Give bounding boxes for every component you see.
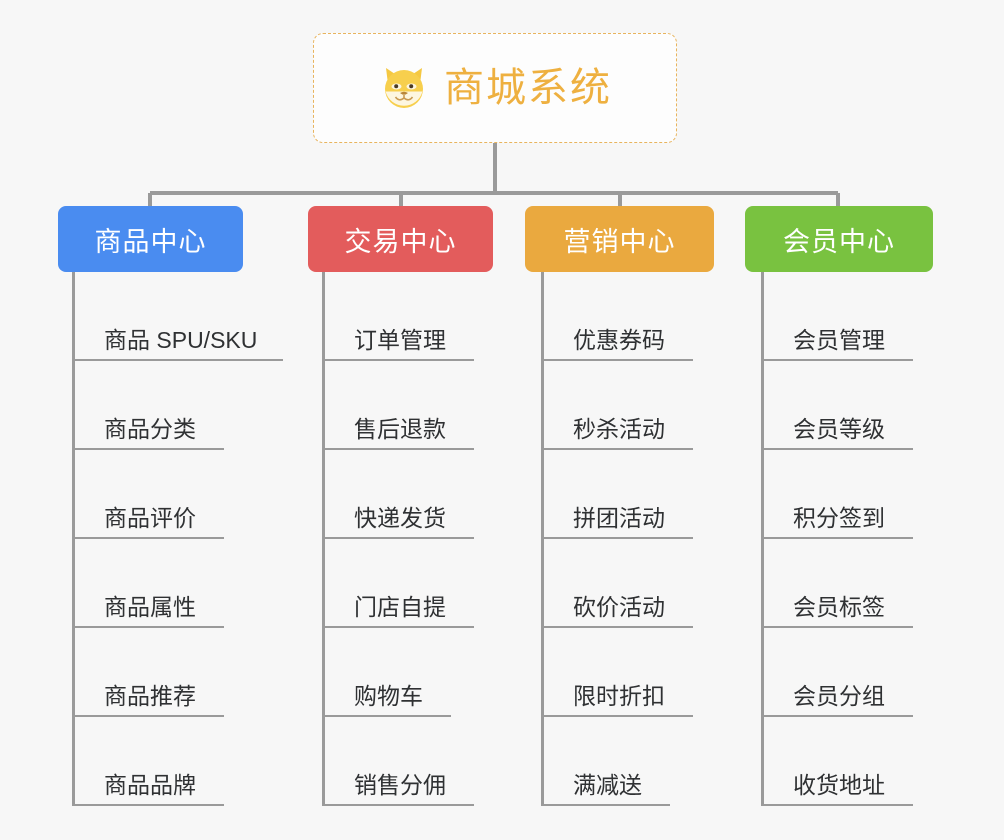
leaf-underline bbox=[541, 537, 693, 539]
leaf-trunk-line bbox=[72, 272, 75, 806]
leaf-item[interactable]: 商品分类 bbox=[72, 361, 224, 450]
leaf-underline bbox=[72, 448, 224, 450]
leaf-trunk-line bbox=[541, 272, 544, 806]
branch-head-label: 交易中心 bbox=[344, 226, 457, 257]
leaf-item-label: 销售分佣 bbox=[354, 772, 446, 798]
leaf-item-label: 商品分类 bbox=[104, 416, 196, 442]
dog-face-emoji-icon bbox=[378, 62, 430, 114]
leaf-item-label: 积分签到 bbox=[793, 505, 885, 531]
leaf-item-label: 商品评价 bbox=[104, 505, 196, 531]
leaf-item-label: 售后退款 bbox=[354, 416, 446, 442]
leaf-item[interactable]: 积分签到 bbox=[761, 450, 913, 539]
leaf-underline bbox=[761, 626, 913, 628]
leaf-underline bbox=[761, 537, 913, 539]
leaf-underline bbox=[761, 448, 913, 450]
leaf-item[interactable]: 会员管理 bbox=[761, 272, 913, 361]
leaf-underline bbox=[322, 448, 474, 450]
leaf-underline bbox=[322, 715, 451, 717]
leaf-underline bbox=[72, 537, 224, 539]
branch-head-label: 会员中心 bbox=[783, 226, 895, 257]
leaf-item[interactable]: 订单管理 bbox=[322, 272, 474, 361]
leaf-item-label: 限时折扣 bbox=[573, 683, 665, 709]
leaf-item-label: 商品品牌 bbox=[104, 772, 196, 798]
leaf-underline bbox=[541, 626, 693, 628]
leaf-underline bbox=[761, 804, 913, 806]
leaf-underline bbox=[322, 359, 474, 361]
leaf-item-label: 订单管理 bbox=[354, 327, 446, 353]
leaf-item[interactable]: 会员标签 bbox=[761, 539, 913, 628]
branch-head-member-center[interactable]: 会员中心 bbox=[745, 206, 933, 272]
leaf-underline bbox=[322, 804, 474, 806]
leaf-item[interactable]: 秒杀活动 bbox=[541, 361, 693, 450]
leaf-item-label: 秒杀活动 bbox=[573, 416, 665, 442]
leaf-trunk-line bbox=[322, 272, 325, 806]
leaf-item-label: 会员分组 bbox=[793, 683, 885, 709]
leaf-item-label: 快递发货 bbox=[354, 505, 446, 531]
leaf-item[interactable]: 优惠券码 bbox=[541, 272, 693, 361]
leaf-underline bbox=[541, 448, 693, 450]
leaf-item-label: 优惠券码 bbox=[573, 327, 665, 353]
leaf-item[interactable]: 销售分佣 bbox=[322, 717, 474, 806]
leaf-item[interactable]: 限时折扣 bbox=[541, 628, 693, 717]
leaf-item[interactable]: 商品 SPU/SKU bbox=[72, 272, 283, 361]
branch-head-label: 营销中心 bbox=[563, 226, 676, 257]
leaf-underline bbox=[72, 359, 283, 361]
leaf-underline bbox=[72, 715, 224, 717]
leaf-underline bbox=[761, 359, 913, 361]
root-node-label: 商城系统 bbox=[444, 66, 612, 110]
leaf-item[interactable]: 收货地址 bbox=[761, 717, 913, 806]
leaf-item[interactable]: 快递发货 bbox=[322, 450, 474, 539]
leaf-item-label: 拼团活动 bbox=[573, 505, 665, 531]
leaf-underline bbox=[541, 804, 670, 806]
leaf-item-label: 砍价活动 bbox=[573, 594, 665, 620]
leaf-underline bbox=[541, 715, 693, 717]
leaf-item-label: 商品 SPU/SKU bbox=[104, 327, 258, 353]
leaf-item-label: 满减送 bbox=[573, 772, 642, 798]
leaf-underline bbox=[541, 359, 693, 361]
leaf-underline bbox=[72, 626, 224, 628]
leaf-item-label: 购物车 bbox=[354, 683, 423, 709]
leaf-item[interactable]: 购物车 bbox=[322, 628, 451, 717]
leaf-item-label: 会员标签 bbox=[793, 594, 885, 620]
leaf-item-label: 会员管理 bbox=[793, 327, 885, 353]
leaf-item[interactable]: 满减送 bbox=[541, 717, 670, 806]
leaf-item[interactable]: 拼团活动 bbox=[541, 450, 693, 539]
leaf-item[interactable]: 商品推荐 bbox=[72, 628, 224, 717]
leaf-underline bbox=[322, 626, 474, 628]
branch-head-trade-center[interactable]: 交易中心 bbox=[308, 206, 493, 272]
leaf-item[interactable]: 门店自提 bbox=[322, 539, 474, 628]
leaf-item[interactable]: 商品品牌 bbox=[72, 717, 224, 806]
leaf-item-label: 商品属性 bbox=[104, 594, 196, 620]
branch-head-marketing-center[interactable]: 营销中心 bbox=[525, 206, 714, 272]
leaf-item-label: 会员等级 bbox=[793, 416, 885, 442]
leaf-item[interactable]: 商品属性 bbox=[72, 539, 224, 628]
leaf-item[interactable]: 会员分组 bbox=[761, 628, 913, 717]
leaf-item[interactable]: 商品评价 bbox=[72, 450, 224, 539]
leaf-underline bbox=[72, 804, 224, 806]
branch-head-product-center[interactable]: 商品中心 bbox=[58, 206, 243, 272]
leaf-item-label: 商品推荐 bbox=[104, 683, 196, 709]
leaf-item[interactable]: 会员等级 bbox=[761, 361, 913, 450]
leaf-item[interactable]: 售后退款 bbox=[322, 361, 474, 450]
branch-head-label: 商品中心 bbox=[94, 226, 207, 257]
leaf-item-label: 收货地址 bbox=[793, 772, 885, 798]
leaf-underline bbox=[322, 537, 474, 539]
leaf-item-label: 门店自提 bbox=[354, 594, 446, 620]
leaf-item[interactable]: 砍价活动 bbox=[541, 539, 693, 628]
leaf-underline bbox=[761, 715, 913, 717]
leaf-trunk-line bbox=[761, 272, 764, 806]
root-node-mall-system[interactable]: 商城系统 bbox=[313, 33, 677, 143]
